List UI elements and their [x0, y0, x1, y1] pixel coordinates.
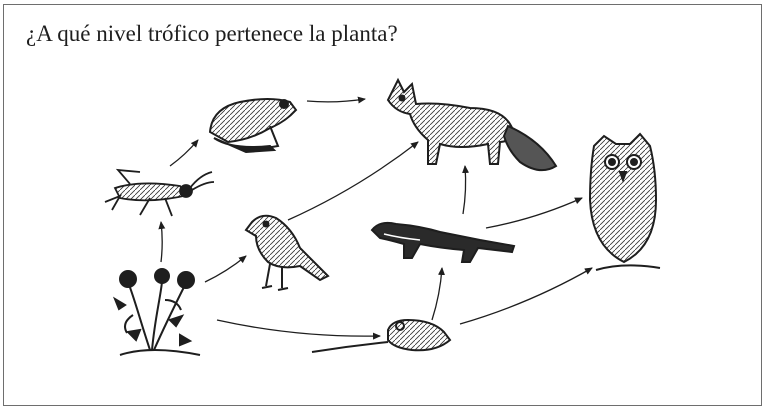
fox-icon — [386, 77, 558, 172]
arrow-mouse-to-owl — [459, 267, 593, 325]
mouse-icon — [311, 318, 452, 353]
arrow-plant-to-mouse — [216, 319, 381, 340]
weasel-icon — [370, 221, 516, 263]
arrow-weasel-to-owl — [485, 197, 583, 229]
arrow-frog-to-fox — [306, 96, 366, 104]
arrow-weasel-to-fox — [462, 165, 470, 215]
arrow-plant-to-bird — [204, 255, 247, 283]
plant-icon — [112, 268, 201, 356]
arrow-plant-to-grasshopper — [158, 221, 166, 263]
arrow-grasshopper-to-frog — [169, 139, 199, 167]
arrow-bird-to-fox — [287, 141, 419, 221]
arrows-layer — [158, 96, 593, 340]
bird-icon — [244, 214, 330, 291]
frog-icon — [208, 98, 298, 154]
arrow-mouse-to-weasel — [431, 267, 445, 321]
question-text: ¿A qué nivel trófico pertenece la planta… — [26, 21, 398, 46]
grasshopper-icon — [104, 168, 215, 217]
owl-icon — [588, 132, 661, 271]
